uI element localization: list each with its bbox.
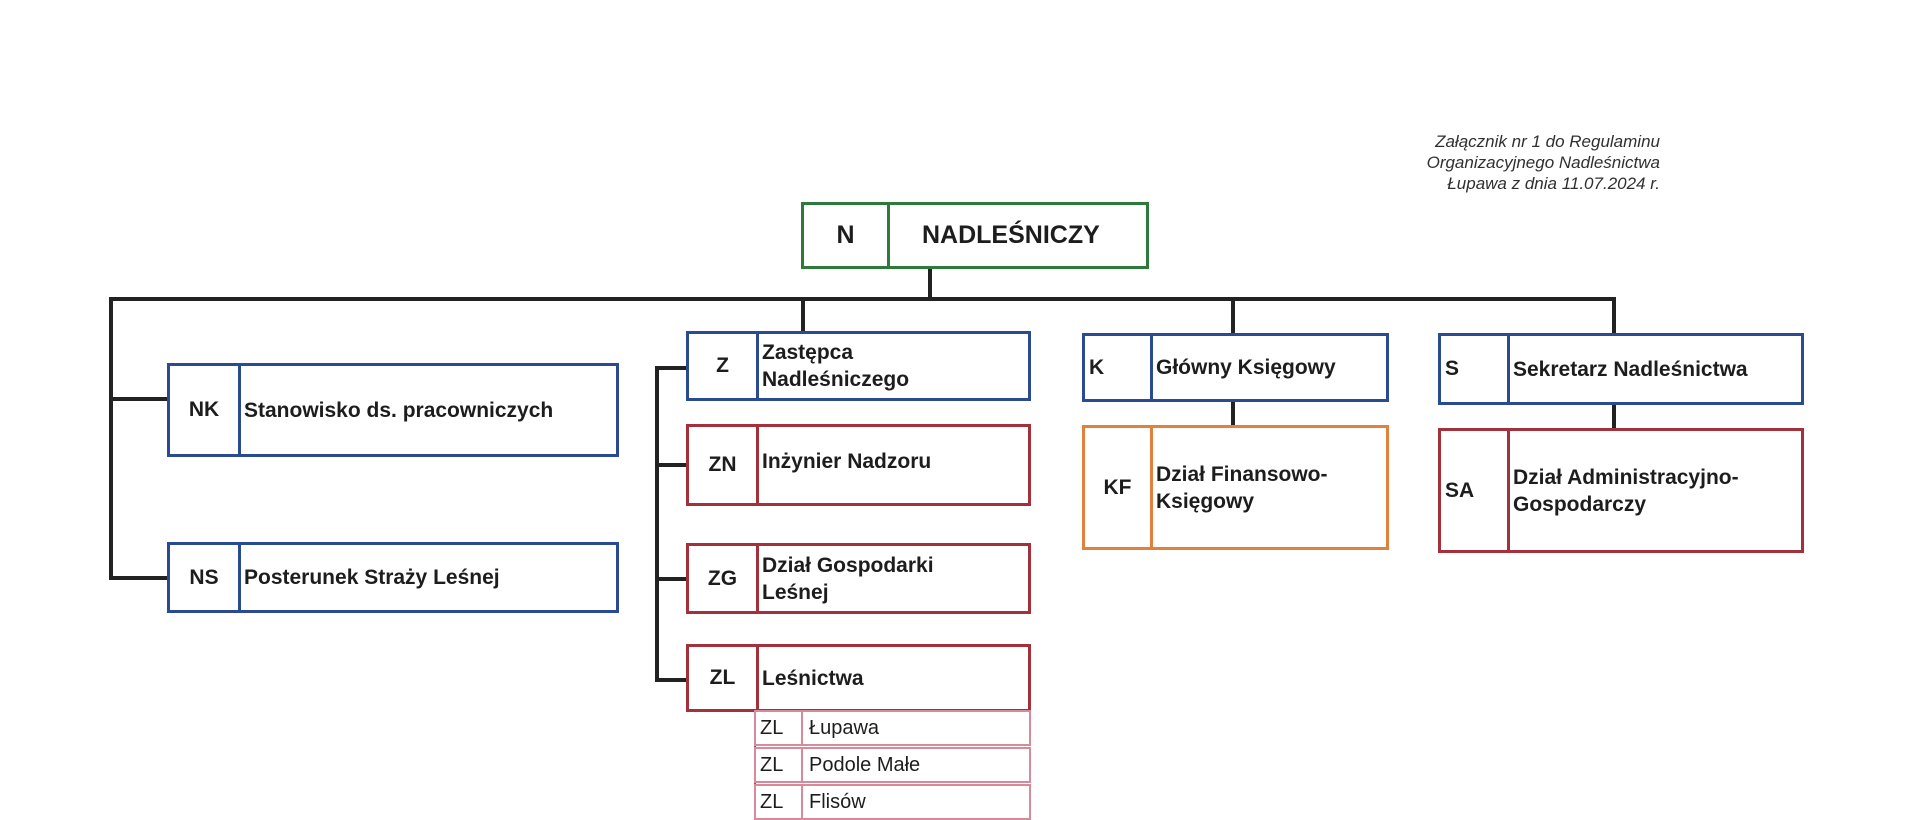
annex-line-1: Załącznik nr 1 do Regulaminu: [1435, 132, 1660, 151]
box-zn: ZN Inżynier Nadzoru: [686, 424, 1031, 506]
box-z-name-line2: Nadleśniczego: [762, 368, 910, 391]
box-zl-code: ZL: [689, 647, 759, 709]
forest-district-row: ZL Flisów: [754, 784, 1031, 820]
connector-left-vertical: [109, 297, 113, 580]
box-sa-code: SA: [1441, 431, 1510, 550]
connector-zg-branch: [655, 577, 688, 581]
forest-district-row: ZL Łupawa: [754, 710, 1031, 746]
box-ns-code: NS: [170, 545, 241, 610]
box-zg-name-line1: Dział Gospodarki: [762, 553, 934, 577]
forest-district-name: Łupawa: [809, 716, 880, 739]
box-zn-name: Inżynier Nadzoru: [762, 449, 932, 473]
box-z: Z Zastępca Nadleśniczego: [686, 331, 1031, 401]
box-k-name: Główny Księgowy: [1156, 356, 1336, 379]
box-sa: SA Dział Administracyjno- Gospodarczy: [1438, 428, 1804, 553]
box-zl-name: Leśnictwa: [762, 666, 864, 690]
forest-district-row: ZL Podole Małe: [754, 747, 1031, 783]
box-kf-code: KF: [1085, 428, 1153, 547]
connector-k-kf: [1231, 400, 1235, 427]
connector-main-bus: [109, 297, 1616, 301]
box-zg-name: Dział Gospodarki Leśnej: [759, 546, 934, 611]
connector-z-branch: [655, 366, 688, 370]
connector-z-drop: [801, 297, 805, 333]
annex-line-3: Łupawa z dnia 11.07.2024 r.: [1447, 174, 1660, 193]
box-s-name: Sekretarz Nadleśnictwa: [1513, 357, 1748, 381]
box-zl: ZL Leśnictwa: [686, 644, 1031, 712]
forest-district-name: Flisów: [809, 790, 866, 813]
connector-z-vertical: [655, 366, 659, 682]
box-kf: KF Dział Finansowo- Księgowy: [1082, 425, 1389, 550]
forest-district-code: ZL: [756, 712, 803, 744]
box-z-name-line1: Zastępca: [762, 341, 854, 364]
box-zg-name-line2: Leśnej: [762, 580, 829, 604]
box-ns: NS Posterunek Straży Leśnej: [167, 542, 619, 613]
box-s: S Sekretarz Nadleśnictwa: [1438, 333, 1804, 405]
forest-district-name: Podole Małe: [809, 753, 921, 776]
box-zg-code: ZG: [689, 546, 759, 611]
box-nk: NK Stanowisko ds. pracowniczych: [167, 363, 619, 457]
box-nadlesniczy-code: N: [804, 205, 890, 266]
forest-district-code: ZL: [756, 786, 803, 818]
box-z-code: Z: [689, 334, 759, 398]
annex-note: Załącznik nr 1 do Regulaminu Organizacyj…: [1300, 131, 1660, 194]
connector-k-drop: [1231, 297, 1235, 333]
box-nk-name: Stanowisko ds. pracowniczych: [244, 398, 554, 422]
connector-s-drop: [1612, 297, 1616, 333]
box-nk-code: NK: [170, 366, 241, 454]
box-nadlesniczy-name: NADLEŚNICZY: [922, 221, 1100, 249]
connector-zl-branch: [655, 678, 688, 682]
box-z-name: Zastępca Nadleśniczego: [759, 334, 909, 398]
box-sa-name-line2: Gospodarczy: [1513, 492, 1647, 516]
box-zg: ZG Dział Gospodarki Leśnej: [686, 543, 1031, 614]
connector-top-stem: [928, 269, 932, 301]
box-sa-name-line1: Dział Administracyjno-: [1513, 465, 1739, 489]
connector-s-sa: [1612, 403, 1616, 430]
connector-zn-branch: [655, 463, 688, 467]
box-nadlesniczy: N NADLEŚNICZY: [801, 202, 1149, 269]
annex-line-2: Organizacyjnego Nadleśnictwa: [1426, 153, 1660, 172]
box-s-code: S: [1441, 336, 1510, 402]
box-sa-name: Dział Administracyjno- Gospodarczy: [1510, 431, 1739, 550]
box-k: K Główny Księgowy: [1082, 333, 1389, 402]
box-ns-name: Posterunek Straży Leśnej: [244, 566, 500, 589]
box-k-code: K: [1085, 336, 1153, 399]
box-zn-code: ZN: [689, 427, 759, 503]
box-kf-name: Dział Finansowo- Księgowy: [1153, 428, 1328, 547]
forest-district-code: ZL: [756, 749, 803, 781]
box-kf-name-line1: Dział Finansowo-: [1156, 462, 1328, 486]
box-kf-name-line2: Księgowy: [1156, 489, 1255, 513]
connector-ns-branch: [109, 576, 171, 580]
connector-nk-branch: [109, 397, 171, 401]
